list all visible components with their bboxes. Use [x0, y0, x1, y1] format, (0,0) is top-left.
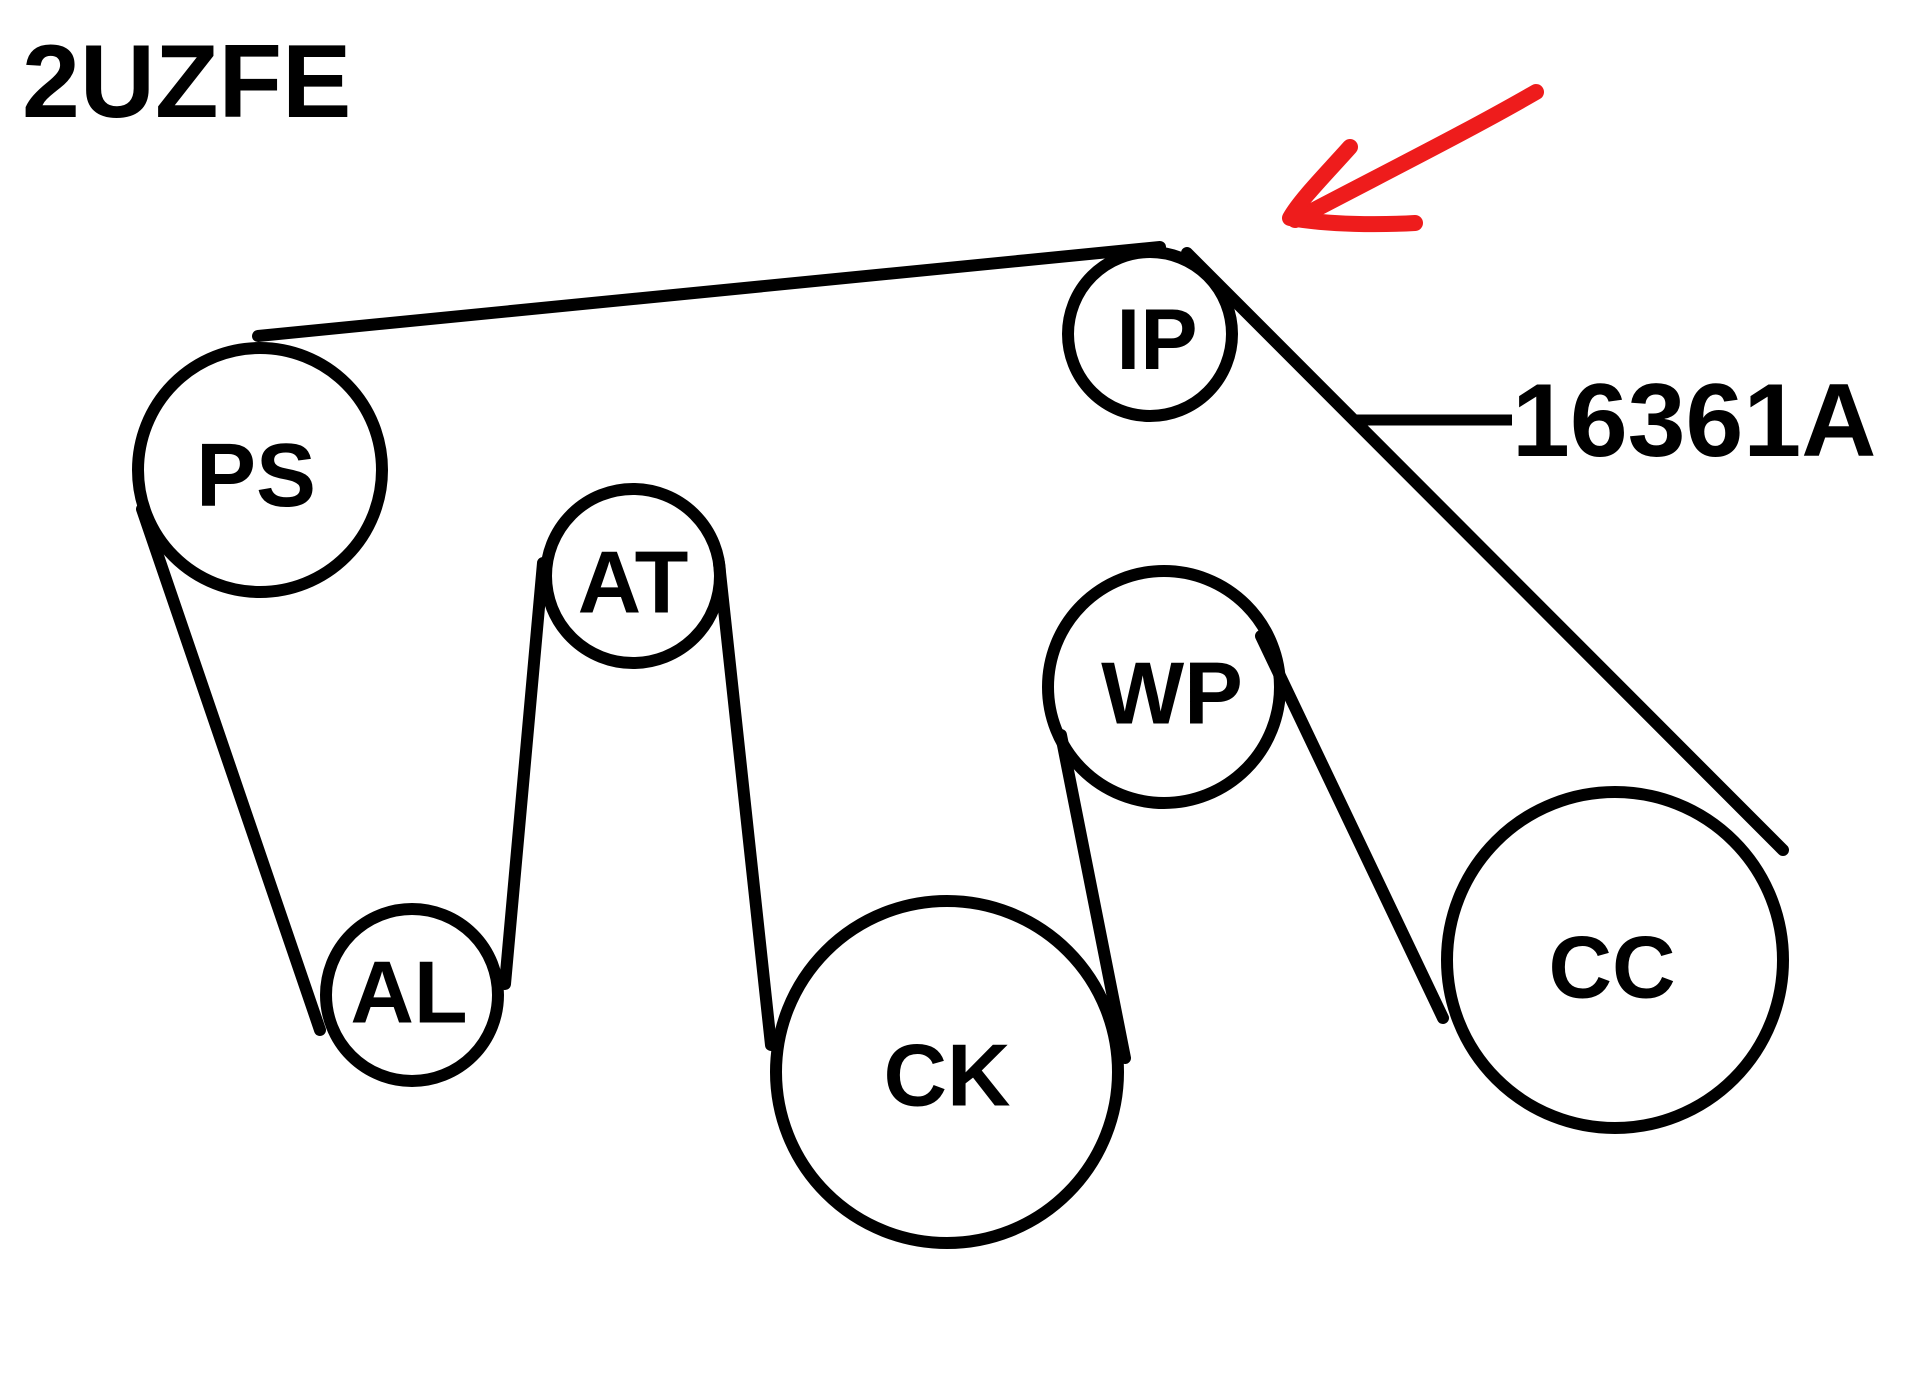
red-annotation-arrow	[1282, 84, 1544, 233]
pulley-label-cc: CC	[1548, 918, 1675, 1017]
pulley-ip: IP	[1062, 246, 1238, 422]
pulley-al: AL	[320, 903, 504, 1087]
pulley-label-ps: PS	[196, 426, 316, 526]
pulley-cc: CC	[1441, 786, 1789, 1134]
pulley-at: AT	[540, 483, 726, 669]
belt-part-number: 16361A	[1512, 363, 1876, 479]
pulley-label-al: AL	[350, 943, 467, 1042]
pulley-ps: PS	[132, 342, 388, 598]
pulley-label-ck: CK	[883, 1026, 1010, 1125]
pulley-ck: CK	[770, 895, 1124, 1249]
drive-belt	[136, 241, 1789, 1064]
pulley-label-ip: IP	[1116, 292, 1197, 388]
engine-code-title: 2UZFE	[22, 24, 351, 140]
pulley-label-wp: WP	[1101, 644, 1243, 743]
pulley-label-at: AT	[578, 533, 689, 632]
pulley-wp: WP	[1042, 565, 1286, 809]
